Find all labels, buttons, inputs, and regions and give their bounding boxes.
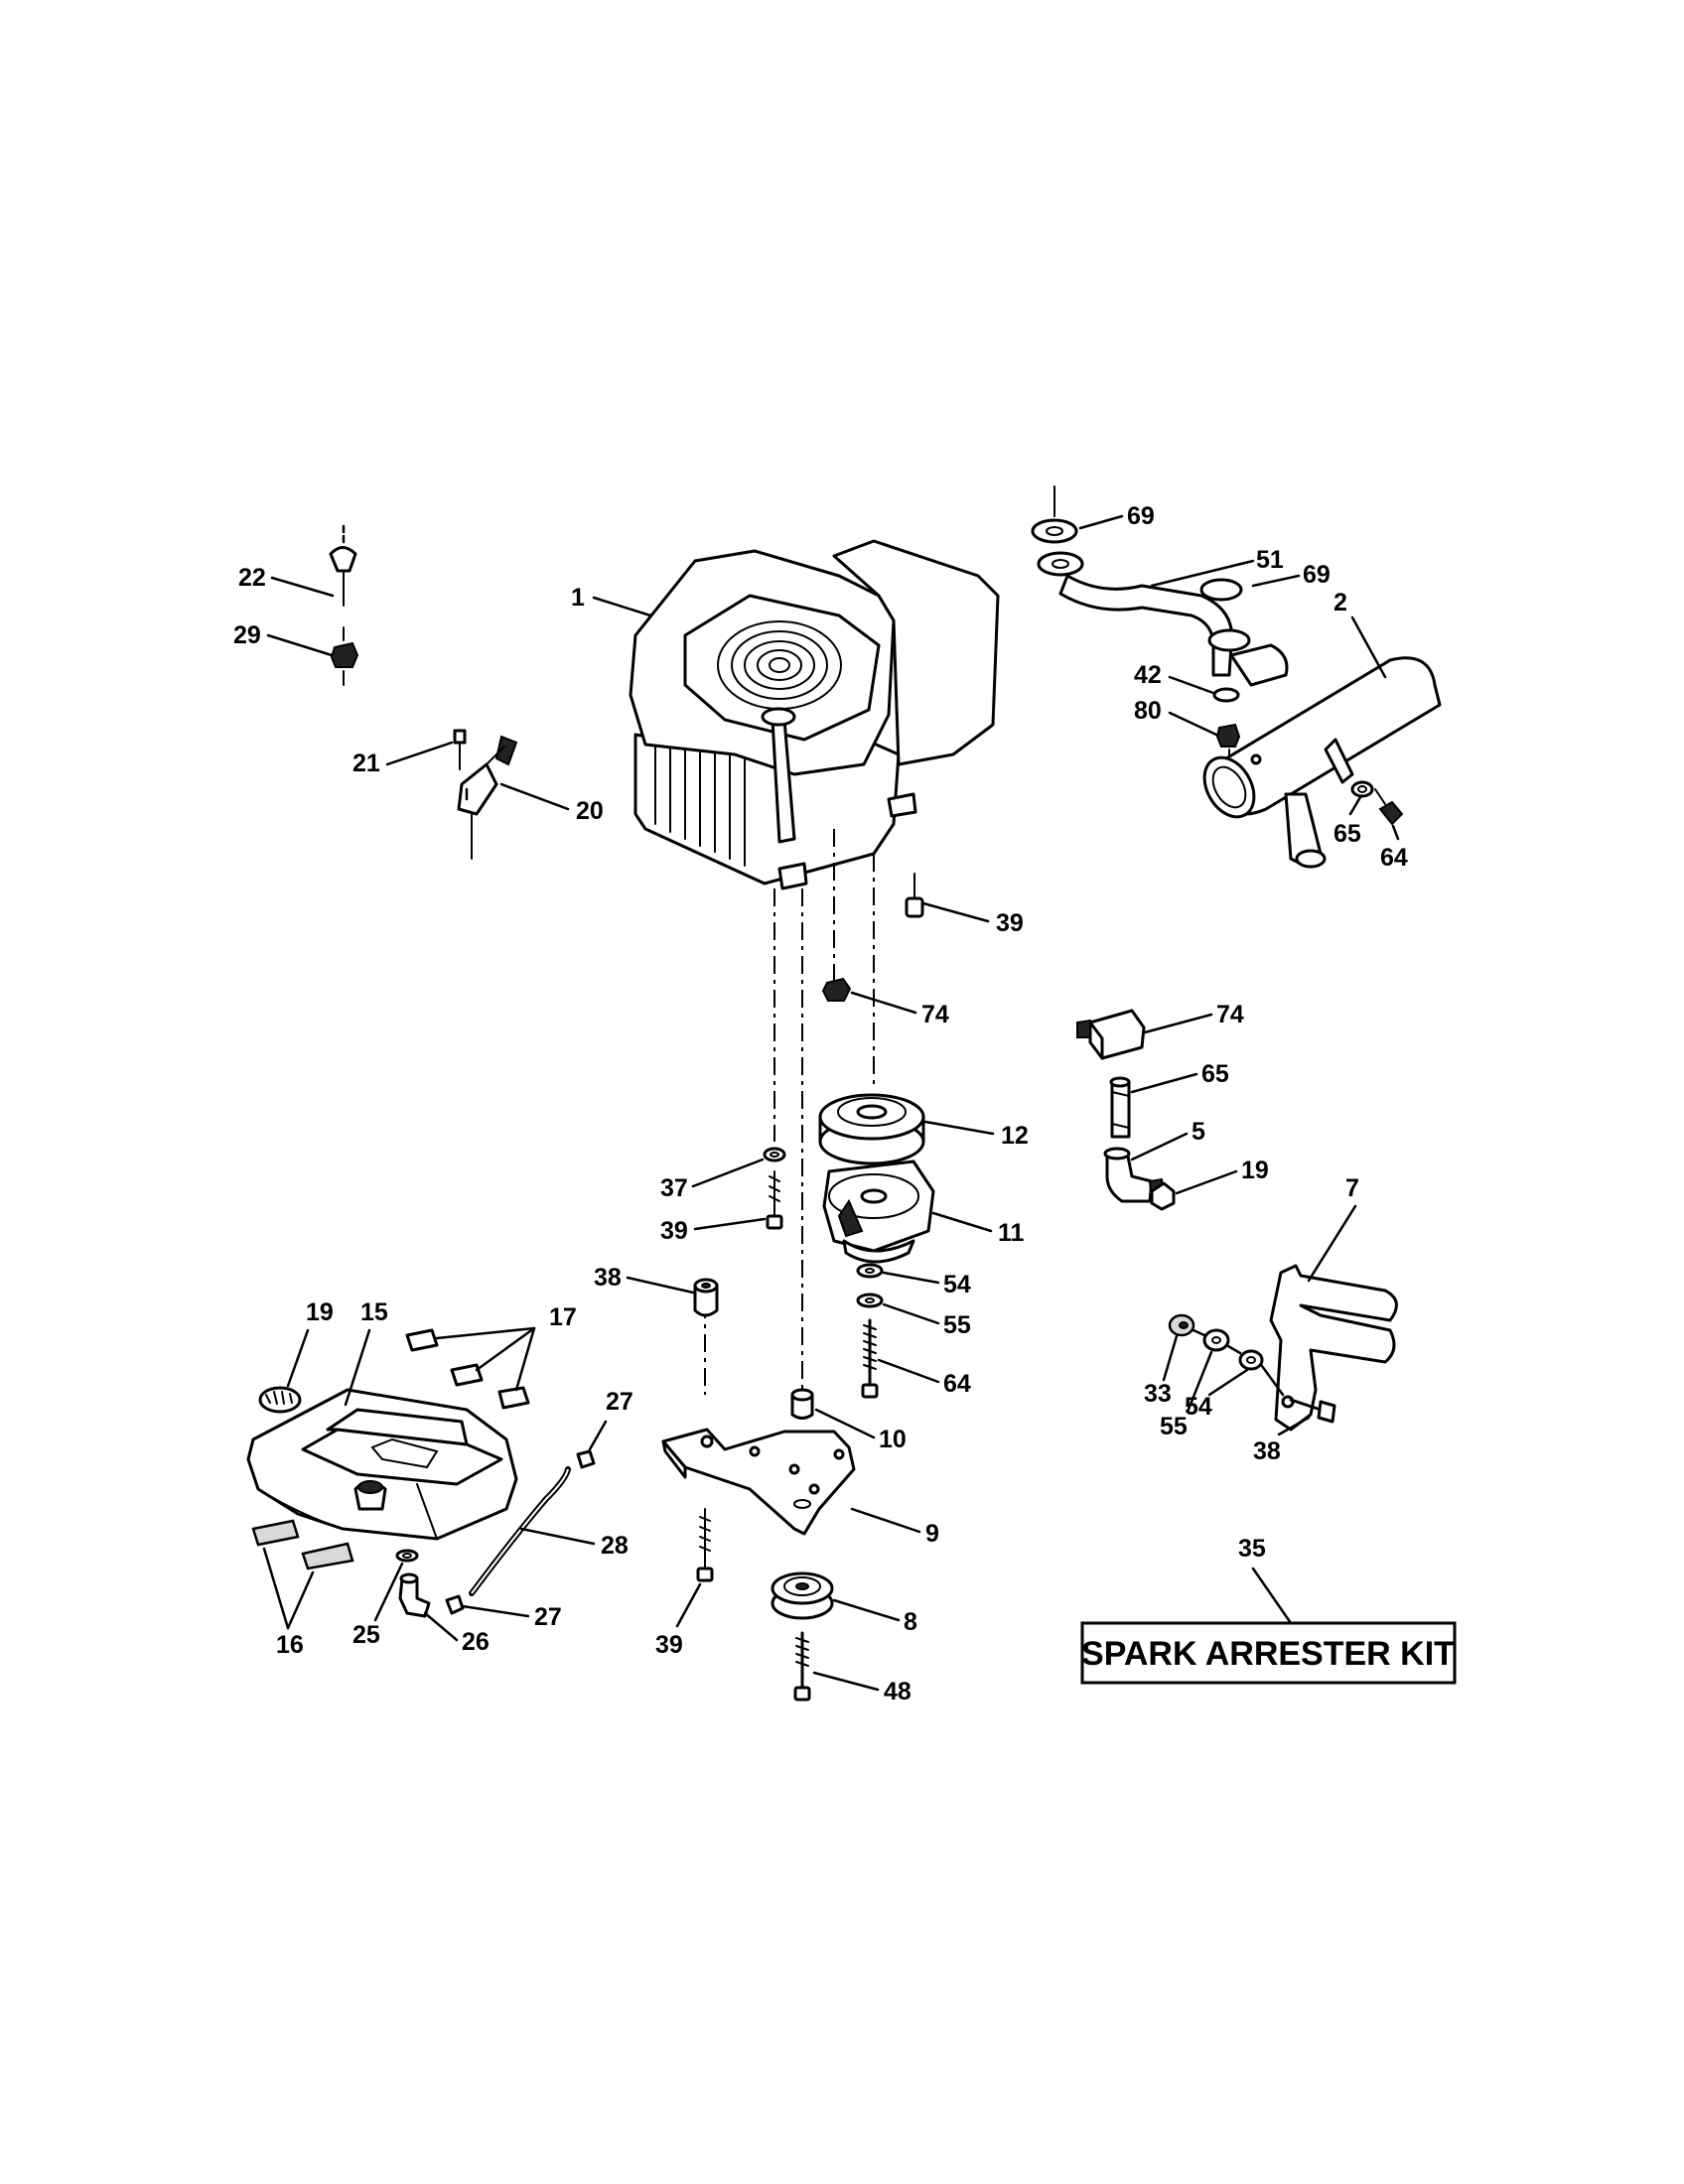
fuel-tank [246,1388,518,1541]
callout-label: 17 [549,1303,577,1331]
callout-label: 16 [276,1631,304,1659]
callout-label: 27 [534,1603,562,1631]
washer-54 [1202,1328,1230,1352]
bolt-38 [1289,1398,1336,1424]
callout-label: 12 [1001,1122,1029,1150]
bushing-10 [790,1388,814,1420]
washer-65 [1350,780,1374,798]
washer-41 [856,1263,884,1279]
callout-label: 55 [1160,1413,1188,1440]
callout-label: 26 [462,1628,490,1656]
fuel-outlet-26 [395,1549,419,1563]
callout-label: 55 [943,1311,971,1339]
callout-label: 27 [606,1388,633,1416]
callout-label: 54 [1185,1393,1212,1421]
callout-label: 1 [571,584,585,612]
callout-label: 10 [879,1426,907,1453]
callout-label: 22 [238,564,266,592]
plug-19 [1150,1181,1176,1211]
bolt-39-mid [766,1170,783,1230]
callout-label: 69 [1303,561,1331,589]
nut-33 [1168,1313,1195,1337]
callout-label: 38 [594,1264,622,1292]
nipple-55 [1109,1076,1131,1139]
washer-48 [1238,1349,1264,1371]
exhaust-pipe [1031,485,1289,765]
callout-label: 11 [998,1219,1025,1247]
pulley-12 [818,1093,925,1165]
nut-45 [821,977,852,1002]
spark-arrester-kit-label: SPARK ARRESTER KIT [1081,1635,1455,1673]
callout-label: 5 [1192,1118,1205,1146]
callout-label: 39 [996,909,1024,937]
callout-label: 19 [306,1298,334,1326]
fuel-cap [258,1386,302,1414]
bolt-43 [861,1318,879,1399]
callout-label: 64 [1380,844,1408,872]
idler-pulley [771,1571,834,1620]
fitting-74 [1076,1009,1146,1060]
muffler-bracket [1269,1264,1398,1432]
callout-label: 42 [1134,661,1162,689]
callout-label: 21 [352,750,380,777]
callout-label: 15 [360,1298,388,1326]
callout-label: 65 [1201,1060,1229,1088]
callout-label: 39 [660,1217,688,1245]
callout-label: 64 [943,1370,971,1398]
bolt-64 [1374,788,1404,826]
fuel-line-28 [469,1466,571,1596]
bolt-39-lower [696,1508,714,1582]
nut-25 [330,626,359,686]
muffler [1202,656,1442,869]
callout-label: 48 [884,1678,912,1706]
callout-label: 65 [1333,820,1361,848]
callout-label: 69 [1127,502,1155,530]
callout-label: 7 [1345,1174,1359,1202]
callout-1: 1 [571,584,652,617]
electric-clutch [822,1160,935,1264]
callout-label: 80 [1134,697,1162,725]
spark-arrester-kit-box: SPARK ARRESTER KIT [1080,1621,1457,1685]
callout-label: 37 [660,1174,688,1202]
callout-label: 33 [1144,1380,1172,1408]
callout-label: 51 [1256,546,1284,574]
callout-label: 9 [925,1520,939,1548]
pads-17 [405,1328,530,1410]
callout-label: 38 [1253,1437,1281,1465]
callout-label: 2 [1333,589,1347,616]
callout-label: 28 [601,1532,629,1560]
bolt-39-upper [905,873,924,918]
spacer-47 [693,1278,719,1317]
washer-24 [763,1147,786,1162]
pads-16 [251,1519,354,1570]
washer-42 [856,1293,884,1308]
shutoff-valve-27 [398,1572,431,1618]
callout-label: 25 [352,1621,380,1649]
throttle-control [453,729,518,860]
callout-label: 8 [904,1608,917,1636]
callout-label: 39 [655,1631,683,1659]
clamp-37-upper [576,1449,596,1469]
callout-label: 19 [1241,1157,1269,1184]
clamp-37-lower [445,1594,465,1615]
choke-knob [329,524,357,607]
callout-label: 74 [921,1001,949,1028]
callout-label: 54 [943,1271,971,1298]
callout-label: 20 [576,797,604,825]
bolt-40 [793,1631,811,1702]
idler-bracket [661,1428,856,1536]
callout-label: 74 [1216,1001,1244,1028]
engine-assembly [629,539,1000,890]
callout-label: 35 [1238,1535,1266,1563]
callout-label: 29 [233,621,261,649]
